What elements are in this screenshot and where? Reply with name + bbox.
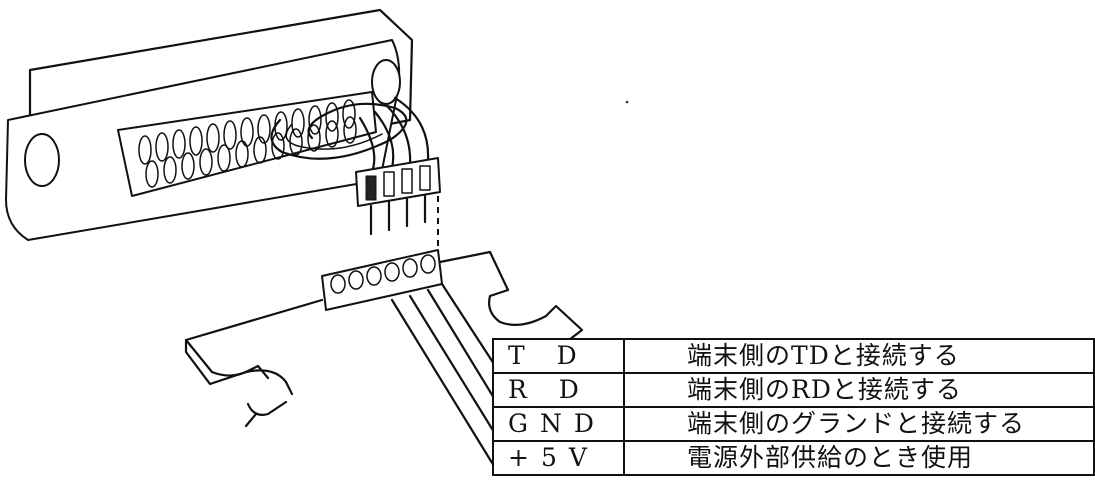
leader-lines <box>390 282 496 468</box>
speck <box>625 100 629 104</box>
signal-name: +5V <box>491 440 626 476</box>
signal-name: GND <box>491 406 626 442</box>
signal-row-rd: R D 端末側のRDと接続する <box>491 372 1095 408</box>
signal-description: 端末側のRDと接続する <box>623 372 1095 408</box>
pin-header <box>355 157 441 236</box>
signal-description: 電源外部供給のとき使用 <box>623 440 1095 476</box>
signal-row-gnd: GND 端末側のグランドと接続する <box>491 406 1095 442</box>
mounting-hole-left <box>24 133 60 187</box>
pin-row-top <box>138 99 356 165</box>
circuit-board <box>438 250 584 352</box>
signal-description: 端末側のTDと接続する <box>623 338 1095 374</box>
signal-name: T D <box>491 338 626 374</box>
signal-table: T D 端末側のTDと接続する R D 端末側のRDと接続する GND 端末側の… <box>491 338 1095 476</box>
signal-name: R D <box>491 372 626 408</box>
wire-loop <box>270 102 408 160</box>
signal-row-td: T D 端末側のTDと接続する <box>491 338 1095 374</box>
signal-row-5v: +5V 電源外部供給のとき使用 <box>491 440 1095 476</box>
socket-header <box>321 249 443 311</box>
signal-description: 端末側のグランドと接続する <box>623 406 1095 442</box>
pin-row-bottom <box>145 116 357 188</box>
